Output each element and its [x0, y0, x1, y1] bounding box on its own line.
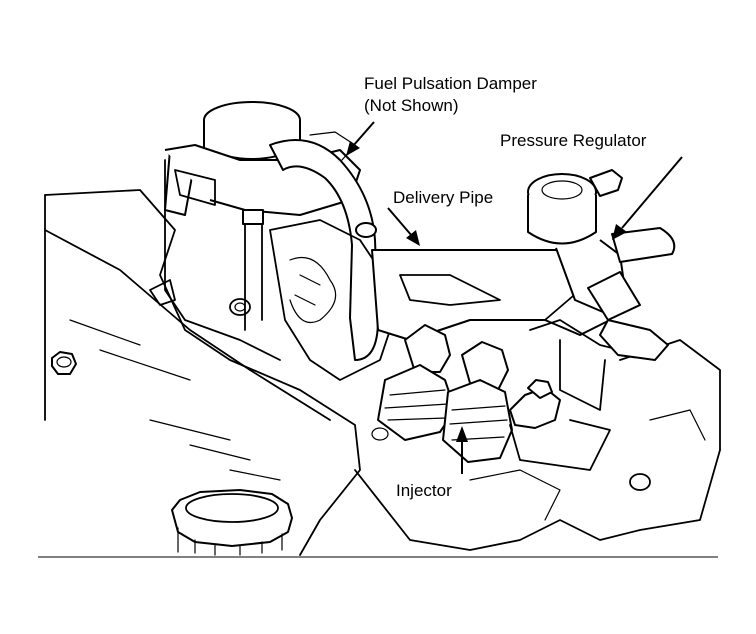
injector-leader: [456, 426, 468, 474]
label-injector: Injector: [396, 481, 452, 500]
fuel-return-line: [509, 339, 611, 471]
damper-leader: [346, 121, 375, 156]
fuel-hose: [269, 131, 379, 361]
label-not-shown: (Not Shown): [364, 96, 459, 115]
bolt-head: [51, 351, 77, 375]
injector-right: [442, 341, 513, 463]
pressure-regulator-leader: [612, 156, 683, 240]
delivery-pipe-leader: [387, 207, 420, 246]
injector-left: [377, 324, 456, 441]
label-delivery-pipe: Delivery Pipe: [393, 188, 494, 207]
pressure-regulator: [527, 169, 676, 361]
valve-cover: [44, 189, 361, 556]
label-pressure-regulator: Pressure Regulator: [500, 131, 647, 150]
oil-filler-cap: [171, 489, 293, 556]
label-fuel-pulsation-damper: Fuel Pulsation Damper: [364, 74, 537, 93]
